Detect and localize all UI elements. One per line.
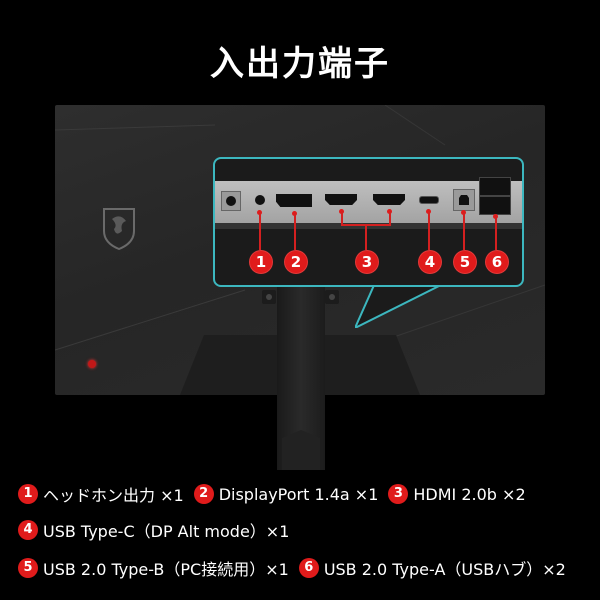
legend-item-hdmi: 3 HDMI 2.0b ×2 [388,484,526,504]
usb-c-port-icon [419,196,439,204]
port-badge-4: 4 [418,250,442,274]
legend-item-usb-c: 4 USB Type-C（DP Alt mode）×1 [18,518,289,542]
usb-a-port-icon [479,177,511,196]
dc-power-port-icon [221,191,241,211]
vesa-mount-hole [325,290,339,304]
legend-row-3: 5 USB 2.0 Type-B（PC接続用）×1 6 USB 2.0 Type… [18,556,576,580]
legend-item-headphone: 1 ヘッドホン出力 ×1 [18,482,184,506]
ports-callout: 1 2 3 4 5 6 [213,157,524,287]
port-badge-3: 3 [355,250,379,274]
legend-row-2: 4 USB Type-C（DP Alt mode）×1 [18,518,299,542]
legend-item-usb-a: 6 USB 2.0 Type-A（USBハブ）×2 [298,556,566,580]
callout-pointer [355,283,446,328]
port-badge-6: 6 [485,250,509,274]
power-led-icon [88,360,96,368]
legend-row-1: 1 ヘッドホン出力 ×1 2 DisplayPort 1.4a ×1 3 HDM… [18,482,536,506]
panel-contour-lines [55,105,545,351]
usb-a-port-icon [479,196,511,215]
msi-shield-logo-icon [103,208,135,251]
hdmi-port-icon [325,194,357,205]
port-badge-2: 2 [284,250,308,274]
hdmi-port-icon [373,194,405,205]
usb-b-port-icon [453,189,475,211]
port-badge-1: 1 [249,250,273,274]
port-badge-5: 5 [453,250,477,274]
page-title: 入出力端子 [210,44,390,84]
vesa-mount-hole [262,290,276,304]
displayport-port-icon [276,194,312,207]
stand-neck [282,430,320,470]
headphone-port-icon [255,195,265,205]
legend-item-usb-b: 5 USB 2.0 Type-B（PC接続用）×1 [18,556,289,580]
legend-item-displayport: 2 DisplayPort 1.4a ×1 [193,484,378,504]
